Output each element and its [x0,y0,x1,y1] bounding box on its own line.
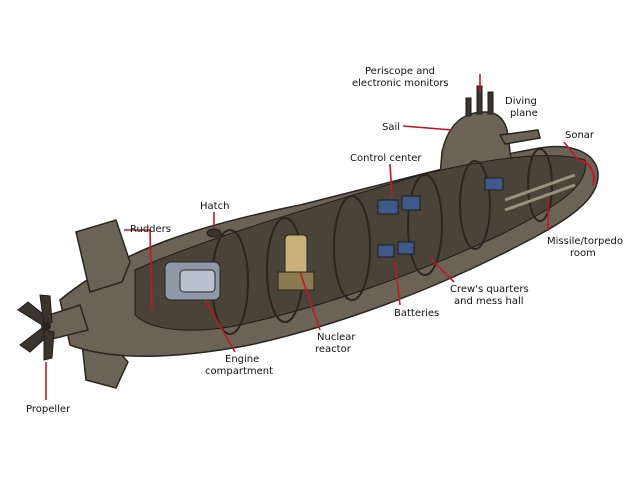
torpedo-tube-1 [504,173,576,202]
control-center-label: Control center [350,153,422,164]
reactor-base [277,271,315,291]
propeller-label: Propeller [26,404,71,415]
diving-plane-label-line2: plane [510,108,538,119]
sail-label: Sail [382,122,400,133]
crew-quarters-label-line1: Crew's quarters [450,284,529,295]
nuclear-reactor-label-line2: reactor [315,344,352,355]
control-center-leader [389,163,393,197]
submarine-illustration [17,85,599,389]
frame-ring-4 [407,174,443,276]
missile-room-label-line1: Missile/torpedo [547,236,623,247]
control-console-3 [484,177,504,191]
sonar-leader [563,141,579,161]
sail-leader [402,125,453,131]
hatch-shape [206,228,222,238]
engine-compartment-label-line1: Engine [225,354,259,365]
batteries-leader [394,261,401,306]
periscope-label-line1: Periscope and [365,66,435,77]
frame-ring-3 [333,195,371,301]
sonar-dome [577,159,595,186]
rudders-leader [124,229,153,311]
torpedo-tube-2 [504,183,576,212]
upper-rudder [75,219,131,293]
frame-ring-6 [527,148,553,222]
batteries-label: Batteries [394,308,439,319]
battery-bank-1 [377,244,395,258]
missile-room-label-line2: room [570,248,596,259]
reactor-leader [299,271,321,331]
hatch-label: Hatch [200,201,229,212]
diving-plane-shape [498,129,541,145]
labels: Periscope and electronic monitors Diving… [26,66,623,415]
periscope-mast-3 [487,91,494,115]
sonar-label: Sonar [565,130,595,141]
battery-bank-2 [397,241,415,255]
engine-block [179,269,216,293]
reactor-vessel [284,234,308,276]
crew-quarters-label-line2: and mess hall [454,296,524,307]
leader-lines [45,74,579,400]
propeller-shape [17,294,55,361]
rudders-label: Rudders [130,224,171,235]
diving-plane-label-line1: Diving [505,96,537,107]
engine-leader [204,299,236,353]
crew-leader [429,257,455,283]
periscope-mast-1 [465,97,472,117]
periscope-label-line2: electronic monitors [352,78,449,89]
frame-ring-5 [459,160,491,250]
nuclear-reactor-label-line1: Nuclear [317,332,356,343]
control-console-1 [377,199,399,215]
engine-compartment-label-line2: compartment [205,366,273,377]
control-console-2 [401,195,421,211]
